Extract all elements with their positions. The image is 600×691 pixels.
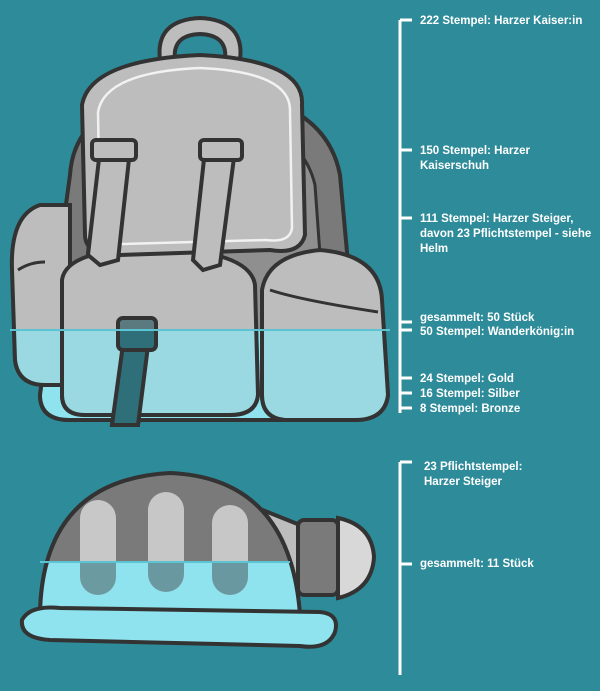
- label-steiger: 111 Stempel: Harzer Steiger, davon 23 Pf…: [420, 213, 592, 255]
- backpack-left-strap: [85, 138, 138, 268]
- label-backpack-collected: gesammelt: 50 Stück: [420, 312, 535, 324]
- helmet-brim: [19, 605, 338, 649]
- helmet-scale: [398, 460, 412, 675]
- backpack-icon: [9, 15, 391, 427]
- label-pflichtstempel: 23 Pflichtstempel: Harzer Steiger: [424, 461, 523, 488]
- backpack-scale: [398, 18, 412, 413]
- backpack-right-strap: [190, 138, 244, 273]
- label-gold: 24 Stempel: Gold: [420, 373, 514, 385]
- label-helmet-collected: gesammelt: 11 Stück: [420, 558, 534, 570]
- miner-helmet-icon: [19, 470, 377, 649]
- label-bronze: 8 Stempel: Bronze: [420, 403, 521, 415]
- label-wanderkoenig: 50 Stempel: Wanderkönig:in: [420, 326, 575, 338]
- label-kaiserschuh: 150 Stempel: Harzer Kaiserschuh: [420, 145, 530, 172]
- label-kaiser: 222 Stempel: Harzer Kaiser:in: [420, 15, 583, 27]
- label-silber: 16 Stempel: Silber: [420, 388, 520, 400]
